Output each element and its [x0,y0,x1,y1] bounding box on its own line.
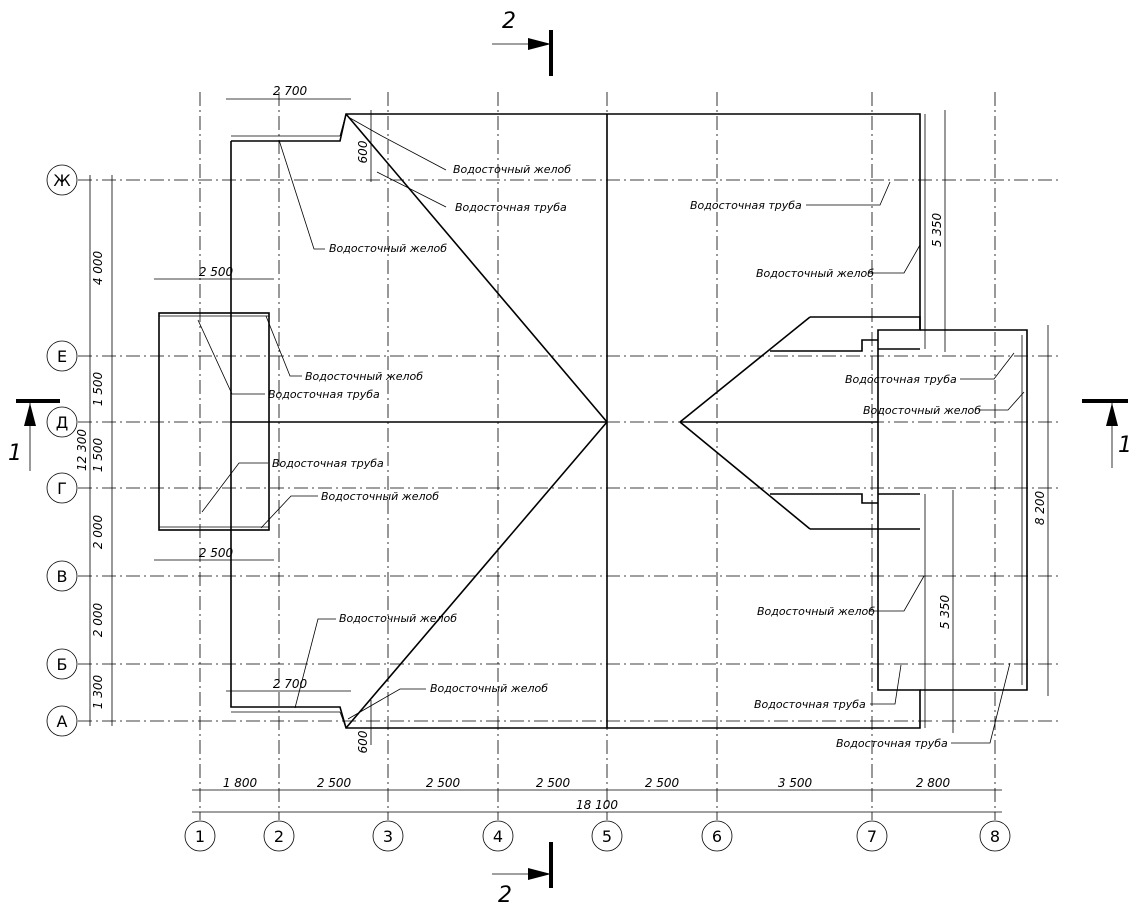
dim-2-3: 2 500 [317,776,352,790]
dim-porch-bottom: 2 500 [199,546,234,560]
axis-label-2: 2 [274,827,284,846]
axis-label-3: 3 [383,827,393,846]
dimension-chain-bottom: 1 800 2 500 2 500 2 500 2 500 3 500 2 80… [192,776,1002,813]
axis-label-e: Е [57,347,67,366]
axis-label-6: 6 [712,827,722,846]
label-pipe-porch-bottom: Водосточная труба [272,457,384,470]
axis-label-7: 7 [867,827,877,846]
dim-wing-bottom: 2 700 [273,677,308,691]
label-pipe-annex-top: Водосточная труба [845,373,957,386]
label-pipe-right-bottom: Водосточная труба [754,698,866,711]
axis-bubbles-vertical: 1 2 3 4 5 6 7 8 [184,820,1011,852]
dim-right-bottom: 5 350 [938,594,952,629]
axis-bubbles-horizontal: Ж Е Д Г В Б А [46,164,78,737]
left-porch [158,312,270,531]
other-dimensions: 2 700 2 700 2 500 2 500 600 600 5 350 5 … [154,84,1049,753]
section-marker-left: 1 [8,399,60,471]
dim-v-b: 2 000 [91,602,105,637]
dimension-chain-left: 4 000 1 500 1 500 2 000 2 000 1 300 12 3… [75,175,113,726]
section-label-left: 1 [8,441,22,466]
axis-label-8: 8 [990,827,1000,846]
dim-g-v: 2 000 [91,514,105,549]
label-gutter-bottom-left: Водосточный желоб [339,612,457,625]
dim-right-outer: 8 200 [1033,490,1047,525]
dim-4-5: 2 500 [536,776,571,790]
dim-zh-e: 4 000 [91,250,105,285]
axis-label-1: 1 [195,827,205,846]
label-gutter-porch-top: Водосточный желоб [305,370,423,383]
axis-label-zh: Ж [53,171,70,190]
gutters [231,113,926,729]
annotations: Водосточный желоб Водосточная труба Водо… [197,117,1025,750]
label-gutter-porch-bottom: Водосточный желоб [321,490,439,503]
dim-total-width: 18 100 [576,798,618,812]
section-label-bottom: 2 [498,883,512,908]
axis-label-4: 4 [493,827,503,846]
dim-1-2: 1 800 [223,776,258,790]
axis-label-v: В [57,567,68,586]
axis-label-a: А [57,712,68,731]
dim-d-g: 1 500 [91,437,105,472]
label-pipe-porch-top: Водосточная труба [268,388,380,401]
dim-wing-top: 2 700 [273,84,308,98]
axis-grid [78,92,1060,820]
dim-total-height: 12 300 [75,429,89,471]
label-pipe-top: Водосточная труба [455,201,567,214]
label-gutter-top: Водосточный желоб [453,163,571,176]
section-marker-bottom: 2 [492,842,553,908]
dim-3-4: 2 500 [426,776,461,790]
axis-label-g: Г [57,479,67,498]
dim-corner-top: 600 [356,140,370,163]
label-gutter-annex: Водосточный желоб [863,404,981,417]
section-label-right: 1 [1118,433,1132,458]
label-gutter-right-bottom: Водосточный желоб [757,605,875,618]
label-pipe-annex-bottom: Водосточная труба [836,737,948,750]
label-gutter-right-top: Водосточный желоб [756,267,874,280]
section-marker-top: 2 [492,9,553,76]
roof-outline [230,113,921,729]
dim-5-6: 2 500 [645,776,680,790]
dim-e-d: 1 500 [91,371,105,406]
axis-label-d: Д [56,413,69,432]
label-gutter-left-wing: Водосточный желоб [329,242,447,255]
dim-7-8: 2 800 [916,776,951,790]
dim-b-a: 1 300 [91,674,105,709]
right-annex [920,329,1028,691]
label-pipe-right-top: Водосточная труба [690,199,802,212]
axis-label-b: Б [57,655,68,674]
section-label-top: 2 [502,9,516,34]
dim-corner-bottom: 600 [356,730,370,753]
label-gutter-bottom: Водосточный желоб [430,682,548,695]
dim-6-7: 3 500 [778,776,813,790]
dim-porch-top: 2 500 [199,265,234,279]
axis-label-5: 5 [602,827,612,846]
section-marker-right: 1 [1082,399,1132,468]
dim-right-top: 5 350 [930,212,944,247]
